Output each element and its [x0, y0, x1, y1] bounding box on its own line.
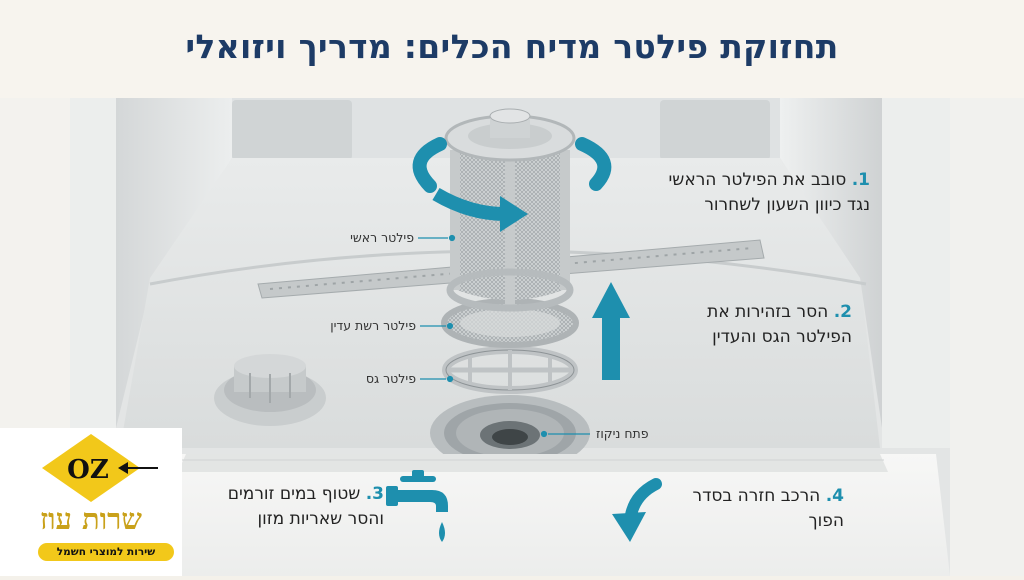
coarse-filter: [442, 346, 578, 394]
step-1-line-2: נגד כיוון השעון לשחרור: [704, 195, 870, 215]
dishwasher-door: [80, 454, 950, 576]
fine-mesh-filter: [441, 298, 579, 348]
brand-tagline: שירות למוצרי חשמל: [38, 543, 174, 561]
step-2-line-1: הסר בזהירות את: [707, 302, 829, 322]
drain-sump: [430, 395, 590, 471]
step-2-text: 2. הסר בזהירות את הפילטר הגס והעדין: [632, 300, 852, 350]
oz-arrow-icon: [118, 462, 158, 474]
brand-logo: OZ שרות עוז שירות למוצרי חשמל: [0, 428, 182, 576]
down-arrow-icon: [612, 478, 662, 542]
dishwasher-scene: 1. סובב את הפילטר הראשי נגד כיוון השעון …: [0, 98, 1024, 576]
label-coarse-filter: פילטר גס: [365, 371, 416, 386]
salt-reservoir-cap: [214, 354, 326, 426]
label-main-filter: פילטר ראשי: [350, 230, 414, 245]
page-title: תחזוקת פילטר מדיח הכלים: מדריך ויזואלי: [185, 26, 839, 66]
step-3-number: 3.: [365, 484, 384, 504]
step-1-number: 1.: [851, 170, 870, 190]
header: תחזוקת פילטר מדיח הכלים: מדריך ויזואלי: [0, 0, 1024, 98]
step-3-text: 3. שטוף במים זורמים והסר שאריות מזון: [184, 482, 384, 532]
step-2-line-2: הפילטר הגס והעדין: [712, 327, 852, 347]
step-4-text: 4. הרכב חזרה בסדר הפוך: [664, 484, 844, 534]
label-fine-mesh-filter: פילטר רשת עדין: [330, 318, 416, 333]
step-4-number: 4.: [825, 486, 844, 506]
faucet-icon: [386, 470, 448, 542]
label-drain-opening: פתח ניקוז: [596, 426, 649, 441]
step-1-line-1: סובב את הפילטר הראשי: [668, 170, 847, 190]
brand-name: שרות עוז: [40, 502, 142, 536]
step-3-line-1: שטוף במים זורמים: [227, 484, 361, 504]
step-1-text: 1. סובב את הפילטר הראשי נגד כיוון השעון …: [610, 168, 870, 218]
step-4-line-1: הרכב חזרה בסדר: [692, 486, 821, 506]
step-3-line-2: והסר שאריות מזון: [257, 509, 384, 529]
step-2-number: 2.: [833, 302, 852, 322]
up-arrow-icon: [592, 282, 630, 380]
brand-logo-text: OZ: [67, 455, 109, 485]
step-4-line-2: הפוך: [808, 511, 845, 531]
rotate-arrow-icon: [412, 137, 612, 232]
